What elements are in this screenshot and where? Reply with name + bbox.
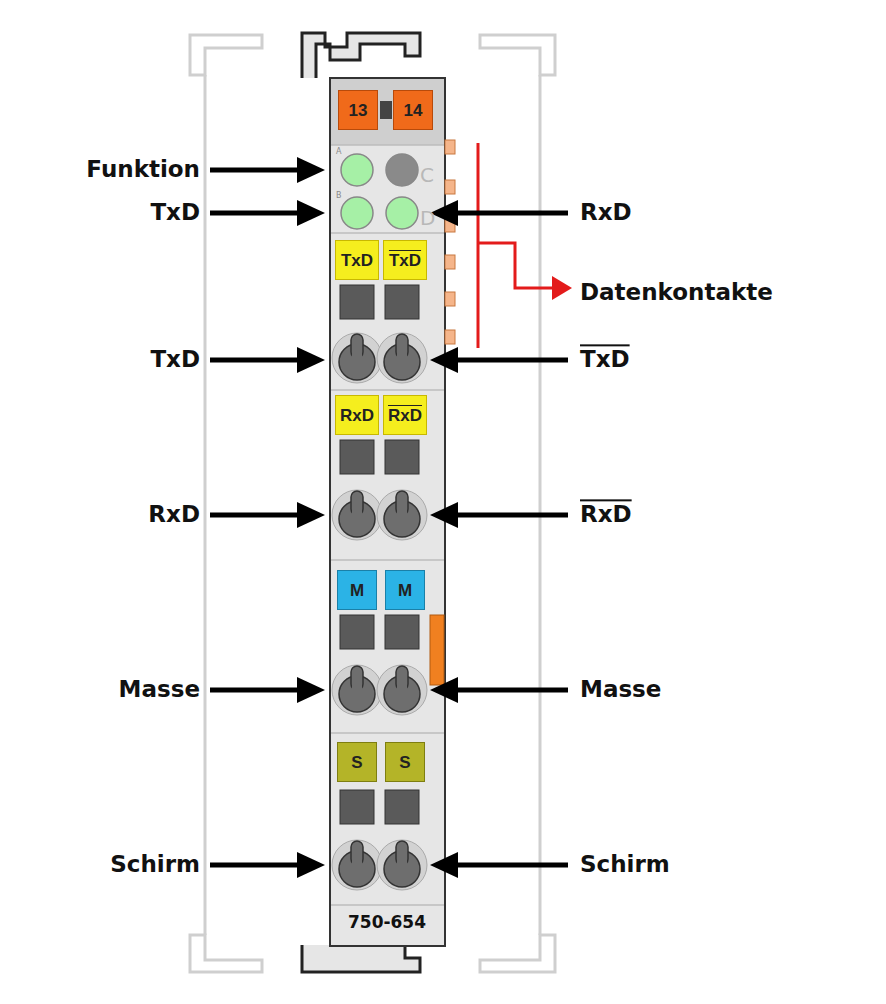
clamp-actuator (385, 790, 419, 824)
leader-line (210, 863, 297, 868)
callout-label: TxD (580, 347, 630, 372)
separators (331, 145, 444, 905)
terminal-key-fill (397, 682, 407, 694)
terminal-marker: 13 (338, 90, 378, 130)
clamp-actuator (385, 285, 419, 319)
callout-label: Funktion (86, 157, 200, 182)
callout-label: Masse (580, 677, 661, 702)
jumper-slot (380, 101, 392, 119)
bracket (478, 143, 555, 348)
top-clip (302, 33, 420, 78)
leader-arrowhead (297, 502, 325, 528)
callout-label: RxD (148, 502, 200, 527)
terminal-label: S (399, 754, 410, 771)
callout-label: TxD (150, 347, 200, 372)
terminal-recess (332, 490, 382, 540)
callout-label: TxD (150, 200, 200, 225)
leader-line (458, 358, 568, 363)
terminal-recess (377, 333, 427, 383)
led-letter: D (420, 207, 435, 229)
leader-arrowhead (430, 677, 458, 703)
leader-line (458, 863, 568, 868)
led-letter: A (336, 148, 341, 157)
leader-line (458, 513, 568, 518)
leader-line (210, 211, 297, 216)
terminal-key-fill (397, 350, 407, 362)
terminal-marker: S (337, 742, 377, 782)
terminal-label: TxD (341, 252, 373, 269)
terminal-label: S (351, 754, 362, 771)
leader-arrowhead (430, 502, 458, 528)
terminal-marker: TxD (335, 240, 379, 280)
terminal-marker: TxD (383, 240, 427, 280)
leader-line (458, 211, 568, 216)
terminal-recess (377, 665, 427, 715)
terminal-recess (377, 490, 427, 540)
callout-label: Datenkontakte (580, 280, 773, 305)
led-letter: B (336, 192, 342, 201)
supply-area (331, 79, 444, 145)
terminal-key-fill (397, 507, 407, 519)
clamp-actuator (340, 615, 374, 649)
terminal-key-fill (397, 857, 407, 869)
leader-arrowhead (297, 157, 325, 183)
terminal-key-fill (352, 507, 362, 519)
terminal-label: RxD (340, 407, 374, 424)
terminal-label: 13 (349, 102, 368, 119)
terminal-label: M (398, 582, 412, 599)
bracket-arrowhead (552, 276, 572, 300)
leader-arrowhead (297, 200, 325, 226)
callout-label: Schirm (110, 852, 200, 877)
leader-line (210, 168, 297, 173)
led-letter: C (420, 164, 434, 186)
leader-arrowhead (430, 852, 458, 878)
leader-arrowhead (297, 677, 325, 703)
leader-line (210, 513, 297, 518)
callout-label: Schirm (580, 852, 670, 877)
terminal-key-fill (352, 857, 362, 869)
terminal-label: M (350, 582, 364, 599)
leader-line (210, 358, 297, 363)
terminal-marker: S (385, 742, 425, 782)
terminal-label: TxD (389, 252, 421, 269)
terminal-label: RxD (388, 407, 422, 424)
callout-label: Masse (119, 677, 200, 702)
leader-line (458, 688, 568, 693)
bottom-clip (302, 945, 420, 972)
terminal-marker: M (337, 570, 377, 610)
clamp-actuator (340, 440, 374, 474)
module-body (330, 78, 445, 946)
data-contact (445, 140, 455, 344)
clamp-actuator (340, 285, 374, 319)
terminal-marker: RxD (383, 395, 427, 435)
terminal-key-fill (352, 682, 362, 694)
part-number: 750-654 (348, 913, 426, 932)
leader-line (210, 688, 297, 693)
terminal-recess (332, 333, 382, 383)
leader-arrowhead (297, 852, 325, 878)
callout-label: RxD (580, 200, 632, 225)
leader-arrowhead (297, 347, 325, 373)
terminal-label: 14 (404, 102, 423, 119)
clamp-actuator (385, 440, 419, 474)
din-rail (190, 35, 555, 972)
clamp-actuator (385, 615, 419, 649)
power-contact (430, 615, 444, 685)
terminal-recess (377, 840, 427, 890)
terminal-marker: 14 (393, 90, 433, 130)
terminal-recess (332, 840, 382, 890)
led (341, 154, 418, 229)
terminal-key-fill (352, 350, 362, 362)
callout-label: RxD (580, 502, 632, 527)
terminal-marker: RxD (335, 395, 379, 435)
terminal-recess (332, 665, 382, 715)
clamp-actuator (340, 790, 374, 824)
leader-arrowhead (430, 347, 458, 373)
terminal-marker: M (385, 570, 425, 610)
